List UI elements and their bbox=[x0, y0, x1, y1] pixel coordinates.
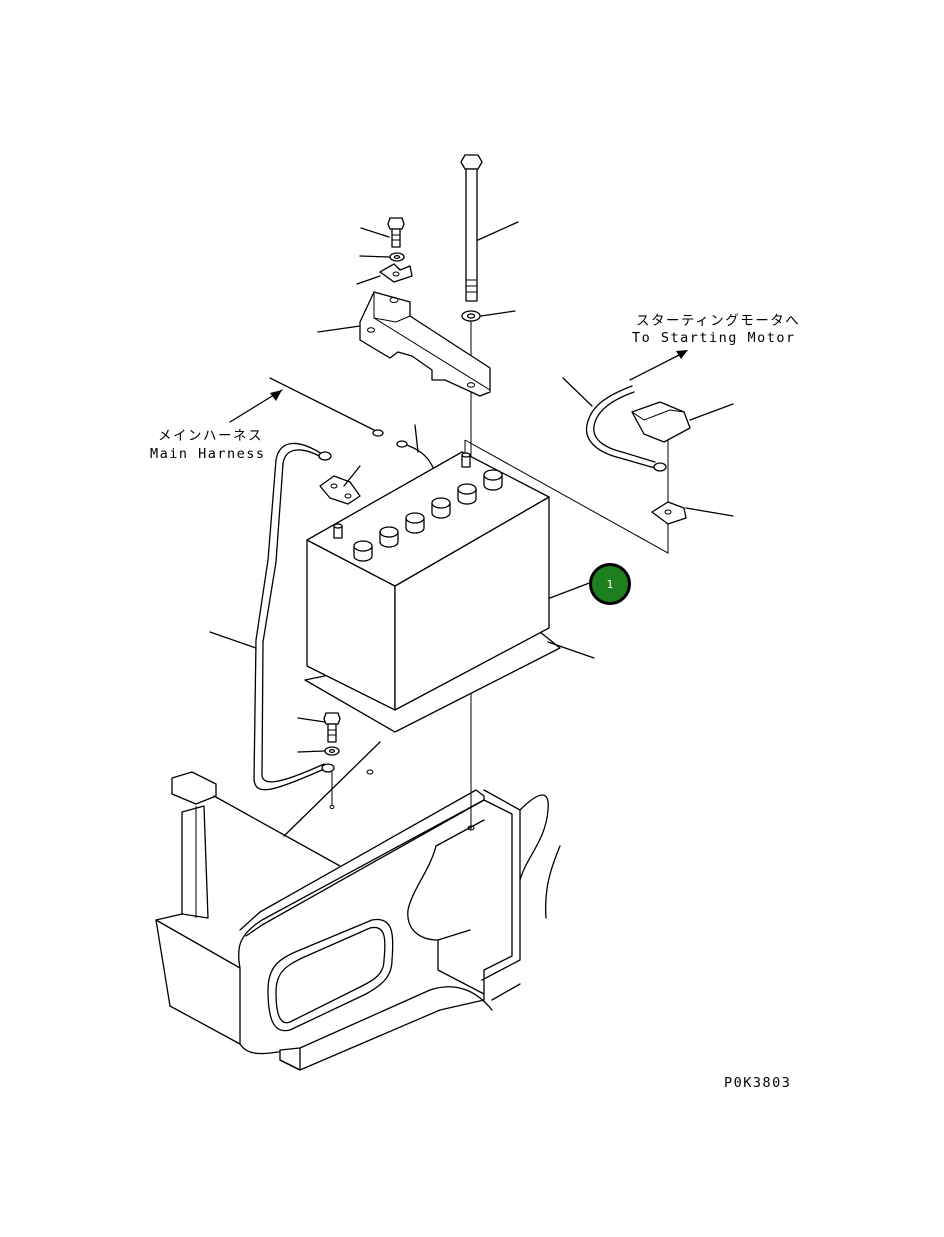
callout-number: 1 bbox=[606, 577, 614, 591]
to-starter-label-en: To Starting Motor bbox=[632, 330, 796, 346]
battery-vent-caps bbox=[353, 469, 503, 562]
lower-bolt bbox=[297, 712, 341, 743]
battery-box-frame bbox=[155, 741, 561, 1071]
upper-small-bolt bbox=[360, 217, 405, 248]
starter-cable bbox=[562, 350, 688, 472]
bolt-washer bbox=[461, 310, 516, 322]
sensor-wire-end bbox=[396, 440, 408, 448]
lower-washer bbox=[297, 746, 340, 756]
part-callout-1[interactable]: 1 bbox=[589, 563, 631, 605]
battery bbox=[304, 451, 595, 733]
ground-cable bbox=[209, 442, 335, 791]
battery-posts bbox=[333, 452, 471, 539]
to-starter-label-jp: スターティングモータへ bbox=[636, 313, 801, 329]
upper-clamp-plate bbox=[356, 263, 413, 285]
main-harness-wire bbox=[229, 377, 384, 437]
main-harness-label-jp: メインハーネス bbox=[158, 428, 263, 444]
hold-down-bracket bbox=[317, 291, 491, 397]
upper-washer bbox=[359, 252, 405, 262]
main-harness-label-en: Main Harness bbox=[150, 446, 266, 462]
negative-terminal-clamp bbox=[319, 465, 361, 505]
terminal-cover bbox=[631, 401, 734, 443]
drawing-code: P0K3803 bbox=[724, 1075, 792, 1091]
positive-terminal-clamp bbox=[651, 440, 734, 525]
hold-down-bolt bbox=[460, 154, 519, 302]
